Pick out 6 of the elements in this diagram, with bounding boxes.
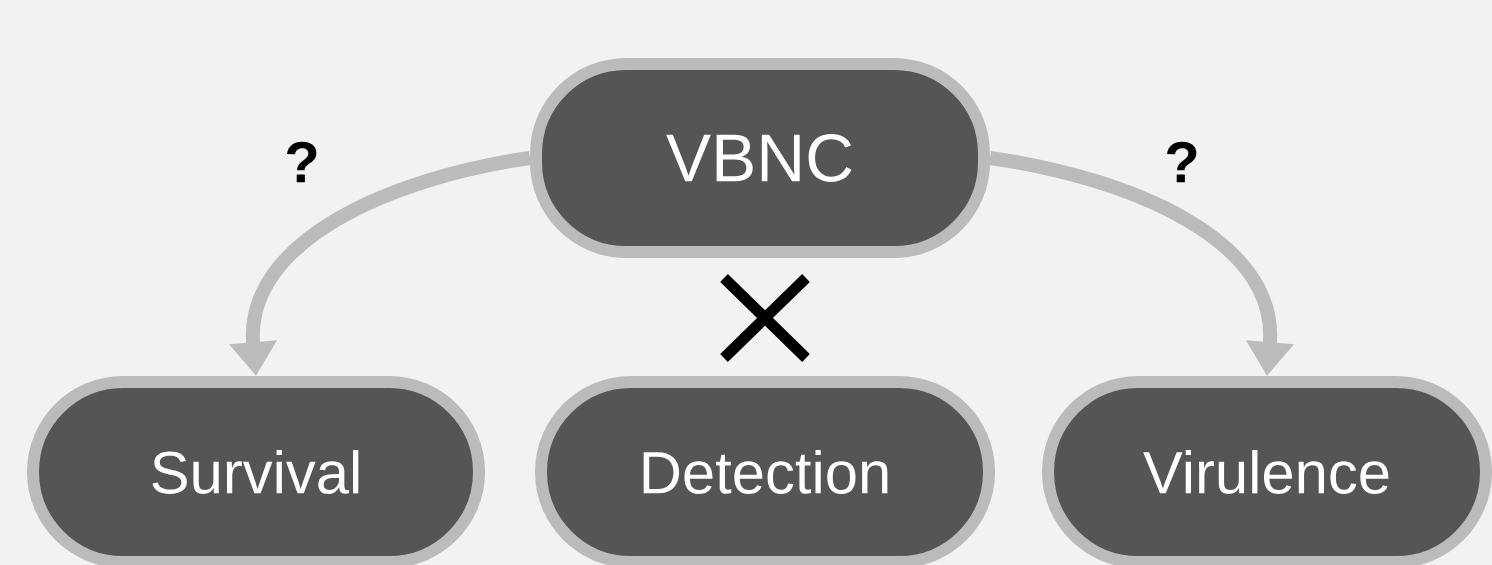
process-box: VBNC [530,58,990,258]
edge-label: ? [1167,141,1197,183]
process-box: Survival [27,376,485,565]
process-box: Virulence [1042,376,1492,565]
edge-label: ? [287,141,317,183]
process-box: Detection [535,376,995,565]
